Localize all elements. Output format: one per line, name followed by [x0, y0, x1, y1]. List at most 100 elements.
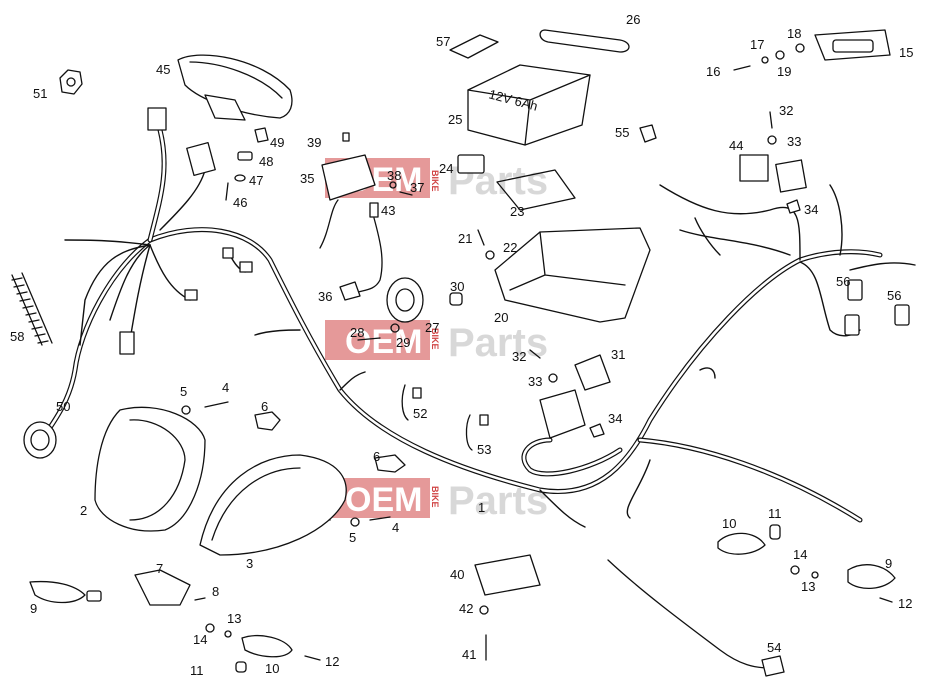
watermark-2: OEM BIKE Parts [325, 320, 548, 365]
part-40-rectifier [474, 554, 541, 661]
part-relay-box [539, 389, 586, 439]
label-12: 12 [325, 654, 339, 669]
watermark-bike-text: BIKE [430, 170, 440, 192]
part-2-headlight [94, 406, 206, 532]
label-33: 33 [787, 134, 801, 149]
part-35-cdi [319, 132, 413, 249]
label-11: 11 [190, 663, 204, 678]
label-19: 19 [777, 64, 791, 79]
part-44-relay [739, 154, 807, 193]
watermark-3: OEM BIKE Parts [325, 478, 548, 523]
label-5: 5 [180, 384, 187, 399]
part-50-grommet [23, 421, 57, 459]
label-30: 30 [450, 279, 464, 294]
part-24-fuse [457, 154, 485, 174]
label-16: 16 [706, 64, 720, 79]
label-44: 44 [729, 138, 743, 153]
label-13: 13 [801, 579, 815, 594]
label-31: 31 [611, 347, 625, 362]
label-48: 48 [259, 154, 273, 169]
label-23: 23 [510, 204, 524, 219]
parts-4-5-6-bulbs [181, 401, 406, 527]
part-25-battery: 12V 6Ah [467, 64, 591, 146]
label-14: 14 [193, 632, 207, 647]
parts-21-22-screw [477, 229, 495, 260]
label-40: 40 [450, 567, 464, 582]
part-54-sensor [607, 559, 785, 677]
label-27: 27 [425, 320, 439, 335]
label-53: 53 [477, 442, 491, 457]
label-52: 52 [413, 406, 427, 421]
label-10: 10 [265, 661, 279, 676]
part-3-lens [199, 454, 347, 556]
parts-46-49-bulb-socket [225, 127, 269, 201]
parts-10-14-left-indicator [205, 623, 321, 673]
label-2: 2 [80, 503, 87, 518]
watermark-bike-text: BIKE [430, 328, 440, 350]
part-43-36-plug [339, 202, 383, 301]
label-21: 21 [458, 231, 472, 246]
main-harness [42, 127, 883, 523]
label-12: 12 [898, 596, 912, 611]
label-34: 34 [804, 202, 818, 217]
part-52-53-cables [401, 384, 489, 451]
part-57-pad [449, 34, 499, 59]
part-45-instrument-panel [177, 54, 293, 121]
label-4: 4 [392, 520, 399, 535]
label-51: 51 [33, 86, 47, 101]
label-41: 41 [462, 647, 476, 662]
label-5: 5 [349, 530, 356, 545]
label-14: 14 [793, 547, 807, 562]
label-9: 9 [30, 601, 37, 616]
label-3: 3 [246, 556, 253, 571]
label-33: 33 [528, 374, 542, 389]
part-26-strap [539, 29, 630, 53]
part-7-bracket [134, 569, 206, 606]
label-54: 54 [767, 640, 781, 655]
part-58-spring-sleeve [11, 272, 53, 346]
label-24: 24 [439, 161, 453, 176]
label-28: 28 [350, 325, 364, 340]
part-23-mat [496, 169, 576, 211]
parts-28-29-screw [357, 323, 400, 341]
watermark-oem-text: OEM [345, 481, 422, 519]
label-43: 43 [381, 203, 395, 218]
label-57: 57 [436, 34, 450, 49]
watermark-bike-text: BIKE [430, 486, 440, 508]
watermark-parts-text: Parts [448, 479, 548, 523]
label-1: 1 [478, 500, 485, 515]
label-17: 17 [750, 37, 764, 52]
part-20-battery-tray [494, 227, 651, 323]
part-31-regulator [574, 354, 611, 391]
label-47: 47 [249, 173, 263, 188]
label-38: 38 [387, 168, 401, 183]
label-45: 45 [156, 62, 170, 77]
label-34: 34 [608, 411, 622, 426]
label-8: 8 [212, 584, 219, 599]
parts-9-14-right-indicator [717, 524, 896, 603]
watermark-parts-text: Parts [448, 321, 548, 365]
label-15: 15 [899, 45, 913, 60]
label-50: 50 [56, 399, 70, 414]
label-25: 25 [448, 112, 462, 127]
part-55-clip [639, 124, 657, 143]
label-36: 36 [318, 289, 332, 304]
label-20: 20 [494, 310, 508, 325]
label-32: 32 [779, 103, 793, 118]
label-46: 46 [233, 195, 247, 210]
label-26: 26 [626, 12, 640, 27]
label-13: 13 [227, 611, 241, 626]
part-56-connectors [844, 279, 910, 336]
part-15-tail-light [733, 29, 891, 71]
label-49: 49 [270, 135, 284, 150]
label-58: 58 [10, 329, 24, 344]
label-29: 29 [396, 335, 410, 350]
label-6: 6 [373, 449, 380, 464]
label-4: 4 [222, 380, 229, 395]
part-27-horn [386, 277, 463, 323]
label-55: 55 [615, 125, 629, 140]
part-labels: 1 2 3 4 4 5 5 6 6 7 8 9 9 10 10 11 11 12… [10, 12, 913, 678]
label-6: 6 [261, 399, 268, 414]
